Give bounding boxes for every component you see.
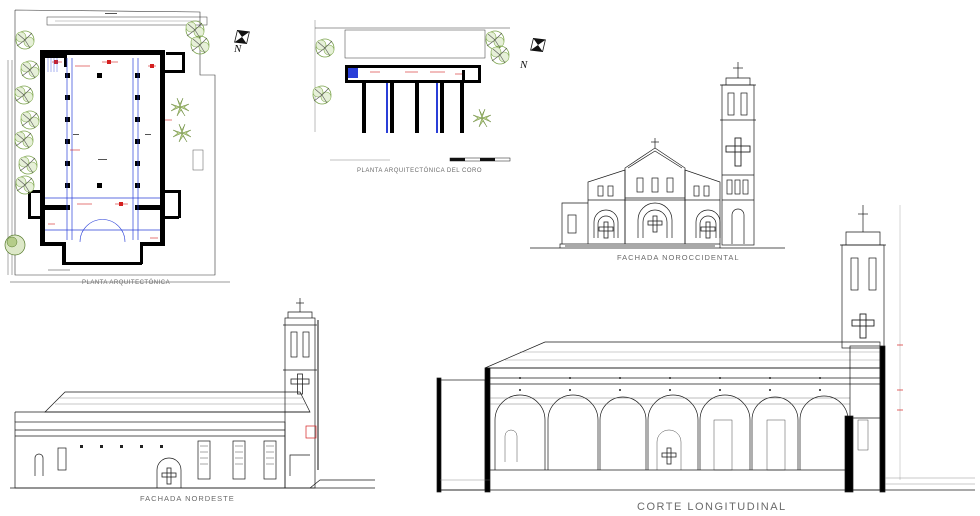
entry-stair bbox=[47, 58, 58, 72]
section-dimension-marks bbox=[897, 344, 903, 411]
north-arrow-icon-choir bbox=[525, 32, 551, 58]
svg-text:N: N bbox=[519, 59, 528, 71]
nave-label: ▬▬▬ bbox=[98, 157, 107, 161]
section-windows bbox=[504, 419, 869, 471]
ne-door-cross-icon bbox=[161, 467, 177, 485]
caption-main-floor-plan: PLANTA ARQUITECTÓNICA bbox=[82, 280, 171, 286]
longitudinal-section bbox=[436, 205, 975, 493]
caption-northwest-facade: FACHADA NOROCCIDENTAL bbox=[617, 253, 740, 262]
caption-longitudinal-section: CORTE LONGITUDINAL bbox=[637, 501, 787, 513]
plan-street-label: ▬▬▬▬ bbox=[105, 11, 117, 15]
caption-northeast-facade: FACHADA NORDESTE bbox=[140, 494, 235, 503]
northeast-facade bbox=[10, 298, 375, 489]
section-dots bbox=[519, 377, 821, 391]
scale-bar bbox=[449, 157, 511, 162]
ground-hatch bbox=[440, 477, 975, 485]
ne-tower-cross-icon bbox=[290, 373, 310, 395]
ne-wall-openings bbox=[80, 445, 163, 448]
nave-piers bbox=[65, 73, 140, 188]
cross-icon bbox=[725, 137, 751, 167]
axis-lines bbox=[45, 58, 160, 240]
north-label: N bbox=[233, 43, 242, 55]
aisle-left-label: ▬▬ bbox=[73, 132, 79, 136]
main-floor-plan: ▬▬▬▬ ▬▬▬ ▬▬ ▬▬ bbox=[4, 9, 255, 283]
caption-choir-floor-plan: PLANTA ARQUITECTÓNICA DEL CORO bbox=[357, 168, 483, 174]
ne-stained-windows bbox=[200, 445, 274, 465]
section-tower-cross-icon bbox=[851, 313, 875, 339]
section-door-cross-icon bbox=[661, 447, 677, 465]
dimension-marks bbox=[48, 61, 172, 239]
site-palms bbox=[170, 97, 192, 143]
door-cross-icon bbox=[647, 215, 663, 233]
aisle-right-label: ▬▬ bbox=[145, 132, 151, 136]
choir-floor-plan: N bbox=[312, 20, 551, 162]
northwest-facade bbox=[530, 62, 785, 249]
